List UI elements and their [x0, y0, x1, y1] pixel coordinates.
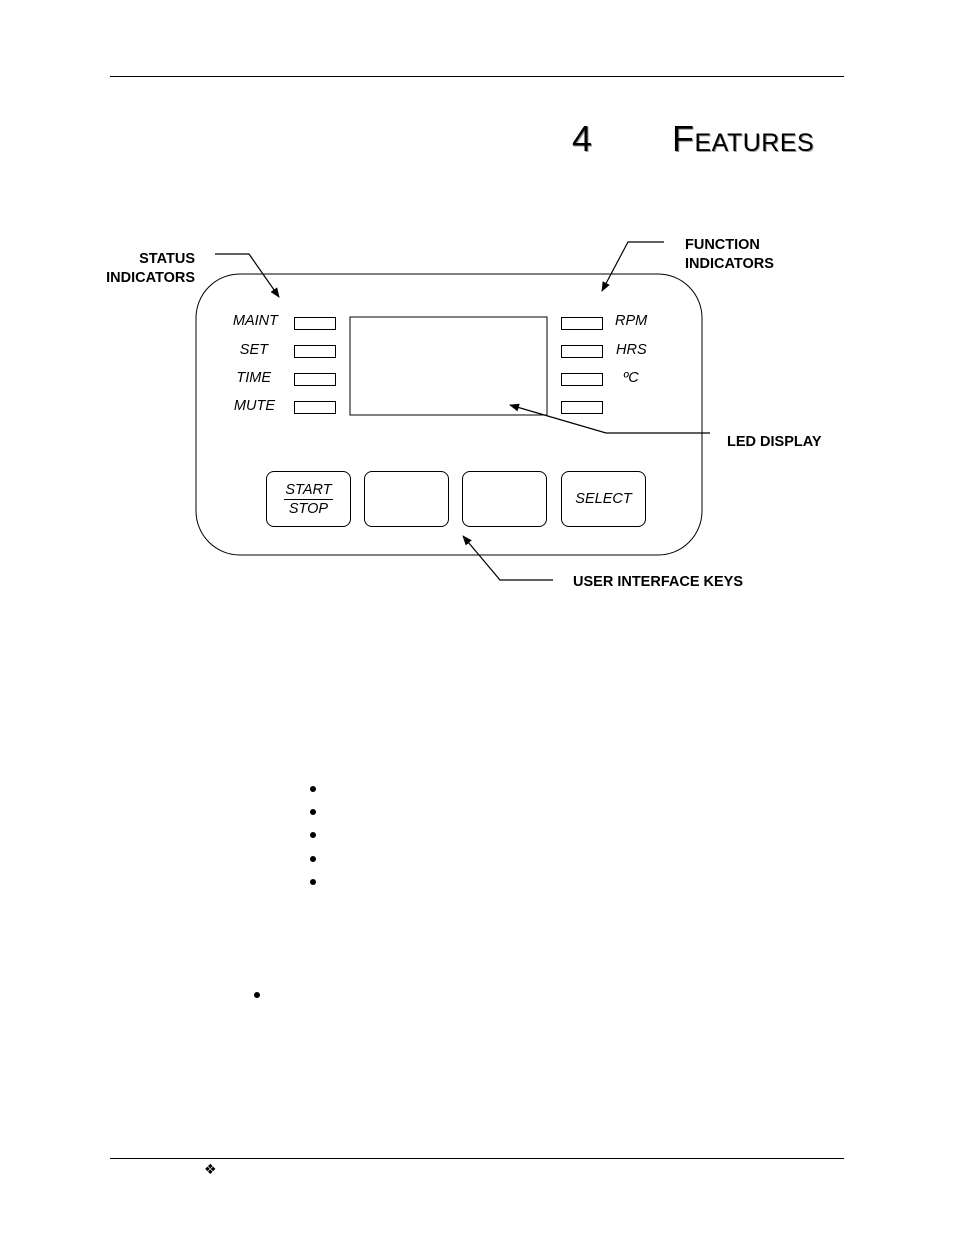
function-label-degc: ºC	[623, 370, 639, 386]
chapter-number: 4	[572, 118, 593, 159]
bullet-2	[310, 809, 316, 815]
keys-leader-line	[462, 535, 553, 581]
header-rule	[110, 76, 844, 77]
status-label-maint: MAINT	[232, 313, 278, 329]
chapter-title: Features	[672, 118, 815, 159]
bullet-5	[310, 879, 316, 885]
bullet-6	[254, 992, 260, 998]
bullet-3	[310, 832, 316, 838]
blank-key-2[interactable]	[462, 471, 547, 527]
function-indicators-callout: FUNCTION INDICATORS	[685, 237, 774, 272]
function-lamp-rpm	[561, 317, 603, 330]
select-key-label: SELECT	[575, 491, 632, 507]
status-label-set: SET	[239, 342, 268, 358]
start-stop-key[interactable]: START STOP	[266, 471, 351, 527]
status-indicators-callout: STATUS INDICATORS	[106, 251, 195, 286]
status-label-mute: MUTE	[233, 398, 275, 414]
bullet-1	[310, 786, 316, 792]
led-display-callout: LED DISPLAY	[727, 434, 822, 450]
control-panel-outline	[195, 273, 703, 556]
status-lamp-set	[294, 345, 336, 358]
function-lamp-blank	[561, 401, 603, 414]
stop-key-label: STOP	[288, 500, 329, 517]
select-key[interactable]: SELECT	[561, 471, 646, 527]
start-key-label: START	[284, 481, 333, 500]
function-leader-line	[601, 241, 664, 292]
function-lamp-hrs	[561, 345, 603, 358]
function-label-rpm: RPM	[615, 313, 648, 329]
led-display	[349, 316, 548, 416]
status-lamp-time	[294, 373, 336, 386]
led-leader-line	[509, 403, 710, 434]
function-lamp-degc	[561, 373, 603, 386]
status-lamp-maint	[294, 317, 336, 330]
status-lamp-mute	[294, 401, 336, 414]
footer-rule	[110, 1158, 844, 1159]
status-leader-line	[215, 253, 280, 298]
function-label-hrs: HRS	[616, 342, 647, 358]
status-label-time: TIME	[236, 370, 271, 386]
bullet-4	[310, 856, 316, 862]
blank-key-1[interactable]	[364, 471, 449, 527]
user-interface-keys-callout: USER INTERFACE KEYS	[573, 574, 743, 590]
footer-ornament-icon: ❖	[204, 1161, 217, 1177]
